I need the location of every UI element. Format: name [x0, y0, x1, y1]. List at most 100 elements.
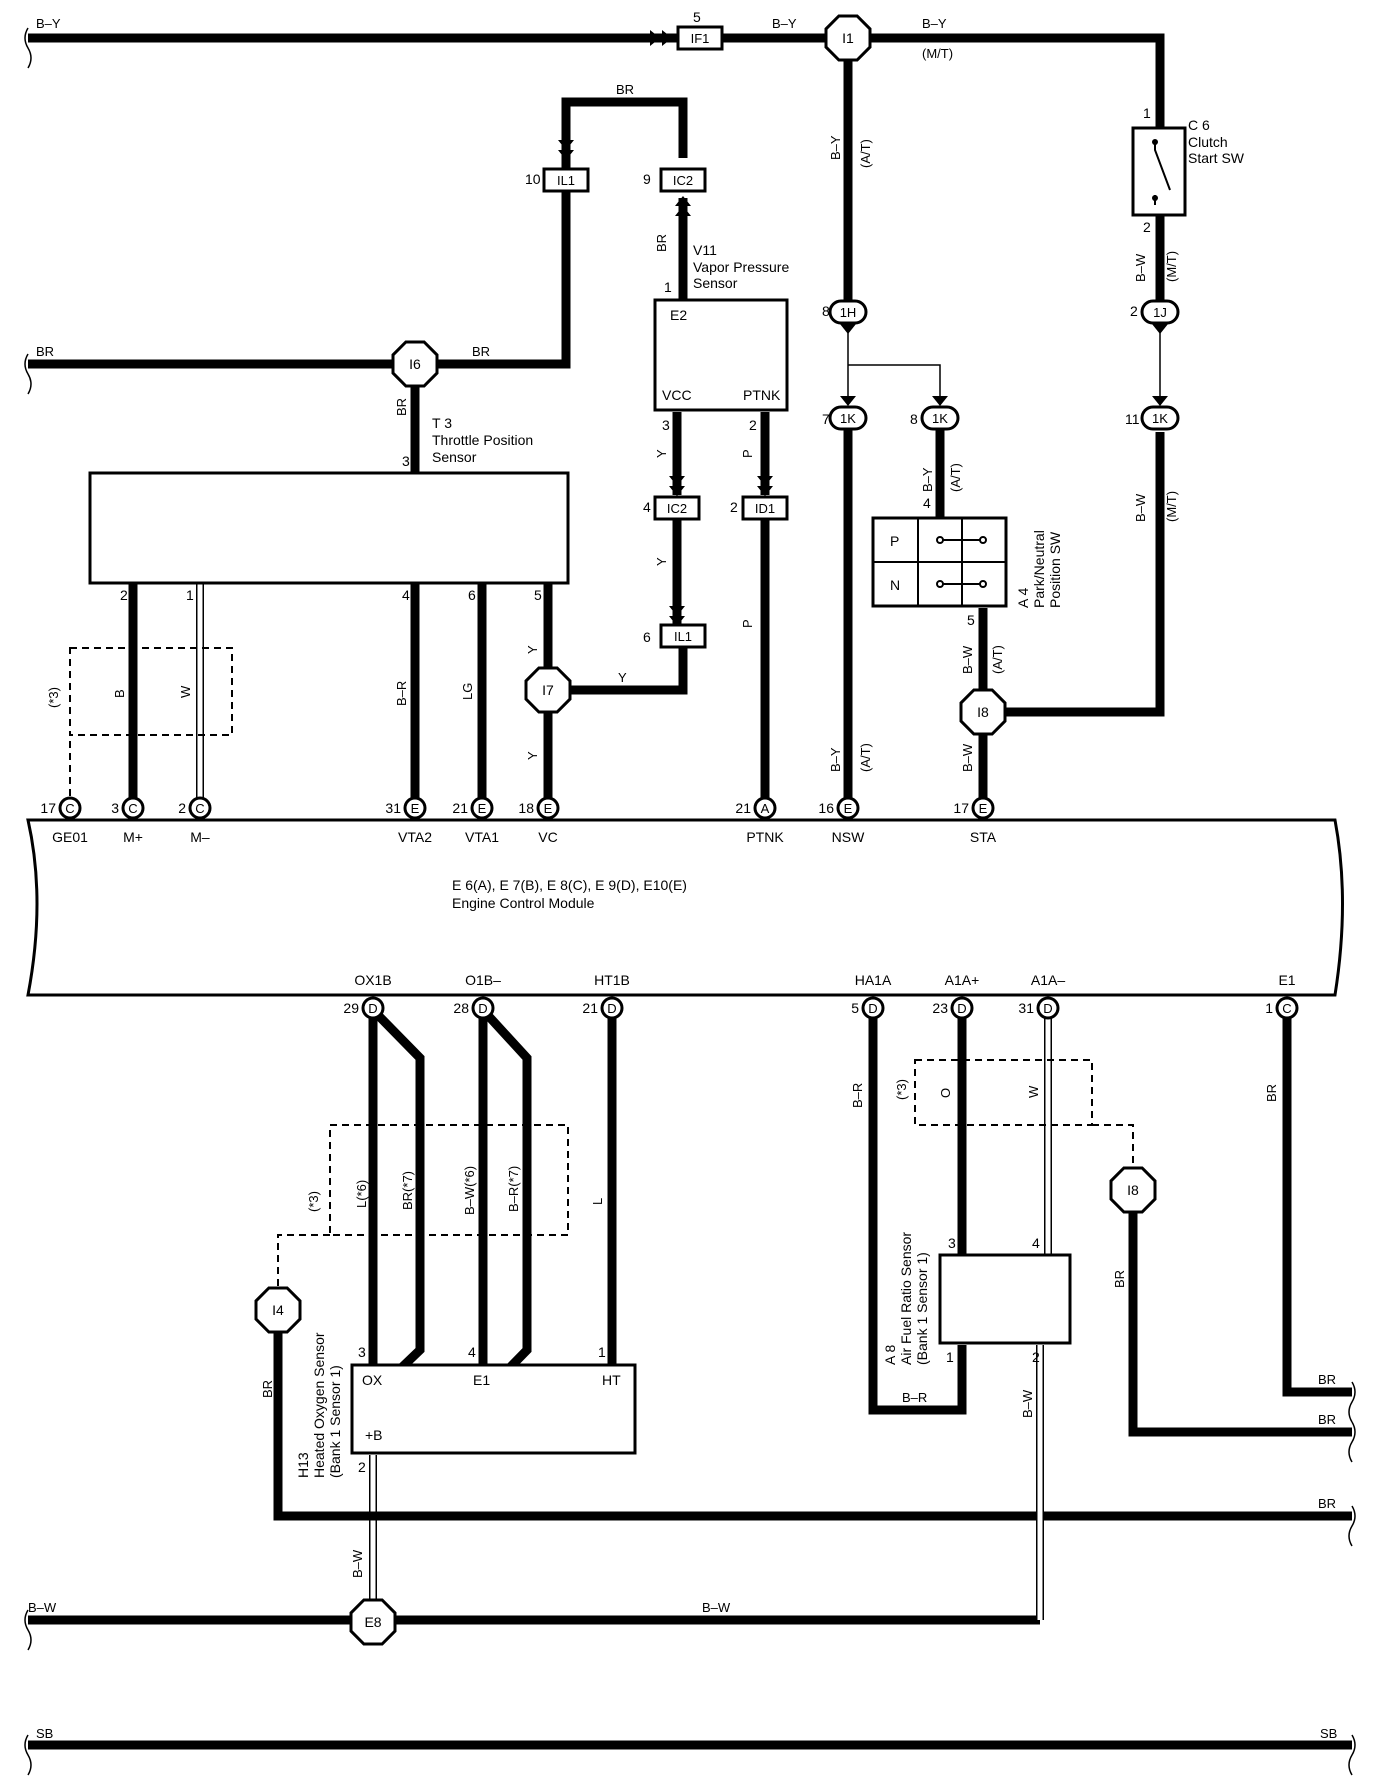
wl-sb2: SB: [1320, 1726, 1337, 1741]
junction-i8a: I8: [959, 688, 1007, 736]
pin-if1: 5: [693, 9, 701, 25]
terminal-circle: [470, 796, 494, 820]
wl-y3: Y: [618, 670, 627, 685]
terminal-circle: [1036, 996, 1060, 1020]
wl-bw4: B–W: [960, 743, 975, 772]
terminal-pin: 29: [343, 1000, 359, 1016]
terminal-circle: [836, 796, 860, 820]
wl-br8: BR: [1264, 1084, 1279, 1102]
wl-sb: SB: [36, 1726, 53, 1741]
wl-at: (A/T): [858, 139, 873, 168]
terminal-circle: [1275, 996, 1299, 1020]
terminal-pin: 1: [1265, 1000, 1273, 1016]
arrow-1k7: [840, 396, 856, 406]
terminal-circle: [536, 796, 560, 820]
end-left-br: [24, 353, 32, 395]
connector-if1: IF1: [676, 25, 724, 51]
terminal-pin: 17: [953, 800, 969, 816]
terminal-circle: [403, 796, 427, 820]
end-right-br2: [1348, 1421, 1356, 1463]
shield-dash-1: [69, 647, 233, 808]
wl-bw: B–W: [1133, 253, 1148, 282]
vapor-pressure-sensor: V11 Vapor Pressure Sensor E2 VCC PTNK: [653, 242, 789, 412]
wl-br-r3: B–R: [902, 1390, 927, 1405]
terminal-name: O1B–: [465, 972, 501, 988]
wl-br11: BR: [1318, 1412, 1336, 1427]
wl-br10: BR: [1318, 1372, 1336, 1387]
wl-br-r2: B–R: [850, 1083, 865, 1108]
pin-tps3: 3: [402, 453, 410, 469]
wire-br-ha1a: [868, 1010, 967, 1415]
clutch-name2: Start SW: [1188, 150, 1245, 166]
connector-ic2b: IC2: [653, 495, 701, 521]
wire-y-il1-i7: [570, 648, 688, 695]
connector-label: ID1: [755, 501, 775, 516]
connector-label: 1K: [932, 411, 948, 426]
end-right-br3: [1348, 1505, 1356, 1547]
terminal-conn: A: [761, 801, 770, 816]
terminal-circle: [58, 796, 82, 820]
arrow-ic2b: [669, 476, 685, 496]
connector-label: 1H: [840, 305, 857, 320]
junction-i6: I6: [391, 340, 439, 388]
vps-body: [653, 298, 789, 412]
pin-id1: 2: [730, 499, 738, 515]
wl-by6: B–Y: [828, 747, 843, 772]
connector-label: IC2: [673, 173, 693, 188]
clutch-start-switch: C 6 Clutch Start SW: [1131, 117, 1245, 217]
terminal-name: STA: [970, 829, 997, 845]
connector-k1b: 1K: [920, 405, 960, 431]
pin-ic2a: 9: [643, 171, 651, 187]
terminal-pin: 28: [453, 1000, 469, 1016]
ho2-b: +B: [365, 1427, 383, 1443]
connector-shape: [676, 25, 724, 51]
junction-shape: [1109, 1166, 1157, 1214]
wl-o: O: [938, 1088, 953, 1098]
wire-ends: [24, 27, 1356, 1776]
terminal-circle: [471, 996, 495, 1020]
arrow-if1: [650, 30, 672, 46]
terminal-name: PTNK: [746, 829, 784, 845]
wl-l: L: [590, 1198, 605, 1205]
throttle-position-sensor: T 3 Throttle Position Sensor: [88, 415, 570, 585]
shield-dash-2: [277, 1124, 569, 1290]
wl-lg: LG: [460, 683, 475, 700]
wl-bw6: B–W(*6): [462, 1166, 477, 1215]
wl-by: B–Y: [36, 16, 61, 31]
terminal-conn: D: [607, 1001, 616, 1016]
terminal-pin: 16: [818, 800, 834, 816]
junction-label: I4: [272, 1302, 284, 1318]
connector-j1: 1J: [1140, 299, 1180, 325]
terminal-name: A1A+: [945, 972, 980, 988]
wl-by4: B–Y: [828, 135, 843, 160]
ho2-ox: OX: [362, 1372, 383, 1388]
ecm-top-terminals: C17GE01C3M+C2M–E31VTA2E21VTA1E18VCA21PTN…: [40, 796, 997, 845]
terminal-name: GE01: [52, 829, 88, 845]
vps-ref: V11: [693, 242, 717, 258]
pnsw-n: N: [890, 577, 900, 593]
connector-shape: [828, 299, 868, 325]
pnsw-dot3: [936, 580, 944, 588]
pin-a8-2: 2: [1032, 1349, 1040, 1365]
pin-1k11: 11: [1125, 411, 1140, 427]
ecm-body: [26, 818, 1344, 997]
wl-at2: (A/T): [948, 463, 963, 492]
junction-i4: I4: [254, 1286, 302, 1334]
pin-numbers: 5 10 9 1 3 2 4 2 6 8 7 8 11 2 1 2 4 5 3 …: [120, 9, 1151, 1475]
clutch-body: [1131, 126, 1187, 217]
wl-br3: BR: [36, 344, 54, 359]
pnsw-label: A 4: [1015, 588, 1031, 608]
connector-shape: [653, 495, 701, 521]
wire-br-i4: [273, 1330, 1352, 1521]
terminal-circle: [188, 796, 212, 820]
junction-shape: [349, 1598, 397, 1646]
terminal-conn: C: [1282, 1001, 1291, 1016]
connector-h1: 1H: [828, 299, 868, 325]
connector-il1b: IL1: [659, 623, 707, 649]
terminal-pin: 3: [111, 800, 119, 816]
